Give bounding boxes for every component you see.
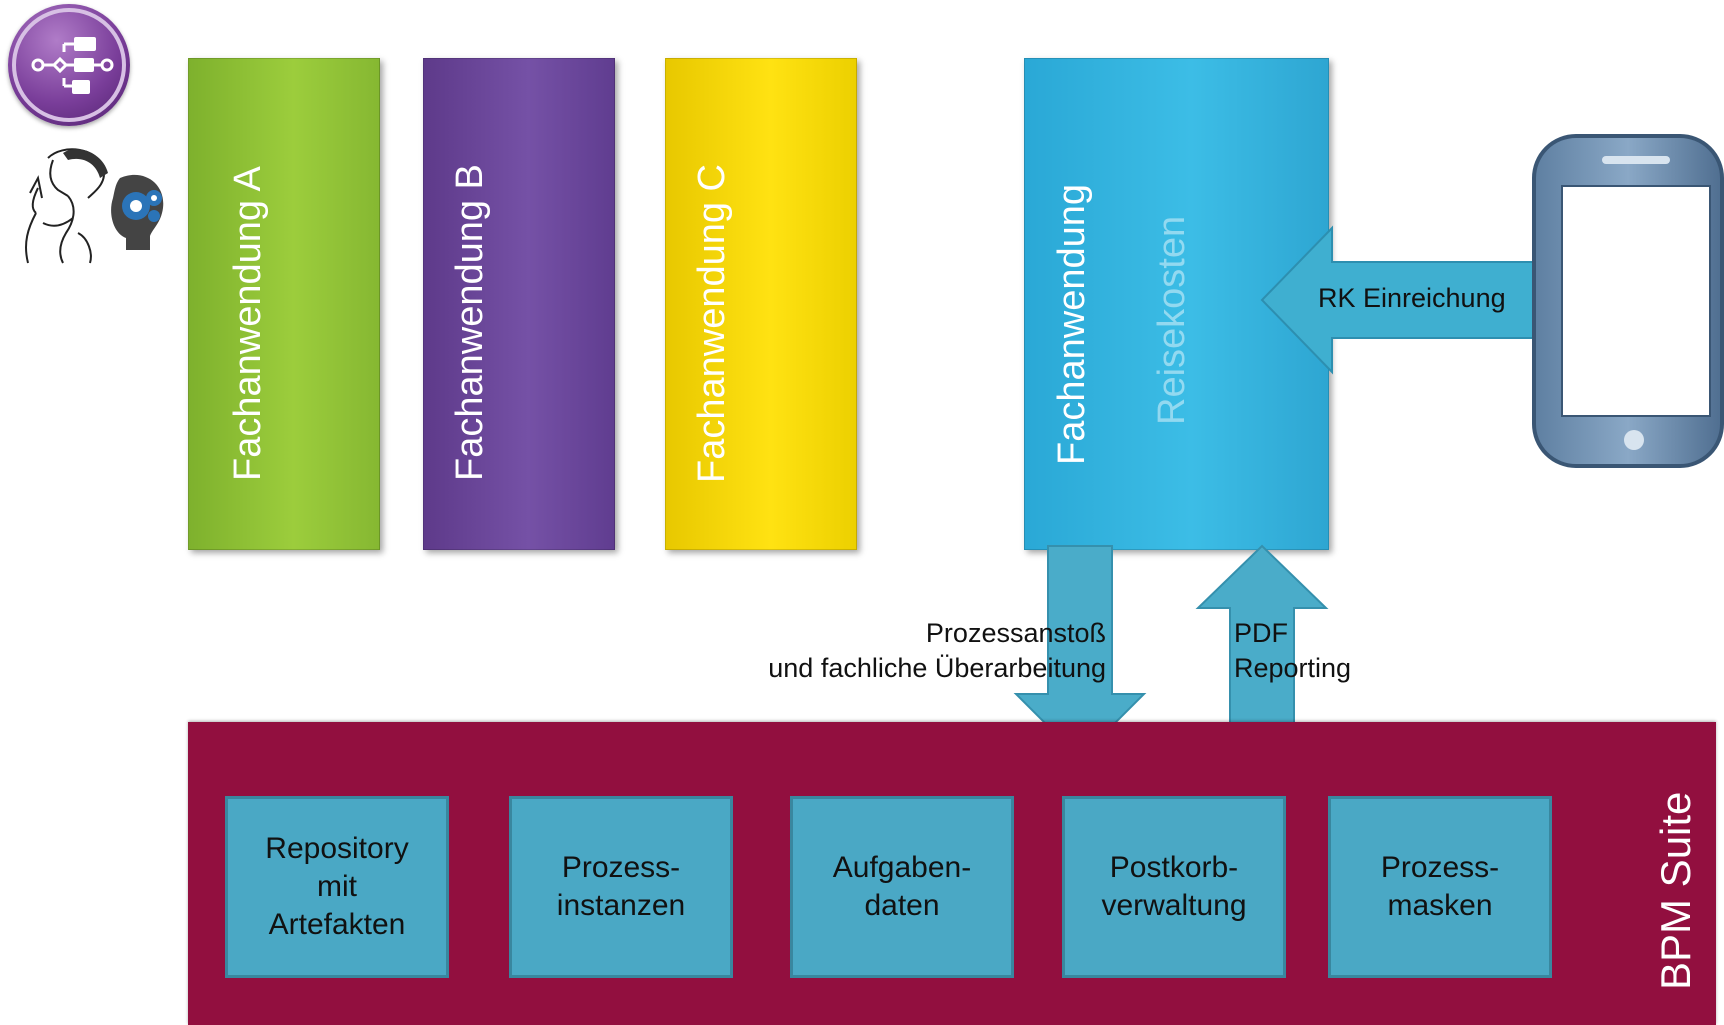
application-rk-title: Fachanwendung <box>1051 184 1093 465</box>
bpm-process-icon <box>8 4 130 126</box>
application-b-title: Fachanwendung B <box>449 164 491 481</box>
rk-submission-label: RK Einreichung <box>1318 283 1506 313</box>
process-start-line1: Prozessanstoß <box>925 618 1106 648</box>
thinker-gears-icon <box>8 138 168 268</box>
application-column-c: Fachanwendung C <box>665 58 857 550</box>
application-c-title: Fachanwendung C <box>691 164 733 483</box>
module-repository: Repository mit Artefakten <box>225 796 449 978</box>
application-a-title: Fachanwendung A <box>227 166 269 481</box>
module-process-forms: Prozess- masken <box>1328 796 1552 978</box>
bpm-suite-title: BPM Suite <box>1652 791 1699 990</box>
module-process-instances: Prozess- instanzen <box>509 796 733 978</box>
smartphone-icon <box>1532 134 1724 468</box>
module-task-data: Aufgaben- daten <box>790 796 1014 978</box>
pdf-reporting-label: PDF Reporting <box>1234 618 1351 684</box>
module-inbox-management: Postkorb- verwaltung <box>1062 796 1286 978</box>
process-start-label: Prozessanstoß und fachliche Überarbeitun… <box>700 618 1106 684</box>
application-column-a: Fachanwendung A <box>188 58 380 550</box>
process-start-line2: und fachliche Überarbeitung <box>768 653 1106 683</box>
pdf-reporting-line1: PDF <box>1234 618 1288 648</box>
application-column-b: Fachanwendung B <box>423 58 615 550</box>
application-rk-subtitle: Reisekosten <box>1151 215 1193 425</box>
pdf-reporting-line2: Reporting <box>1234 653 1352 683</box>
